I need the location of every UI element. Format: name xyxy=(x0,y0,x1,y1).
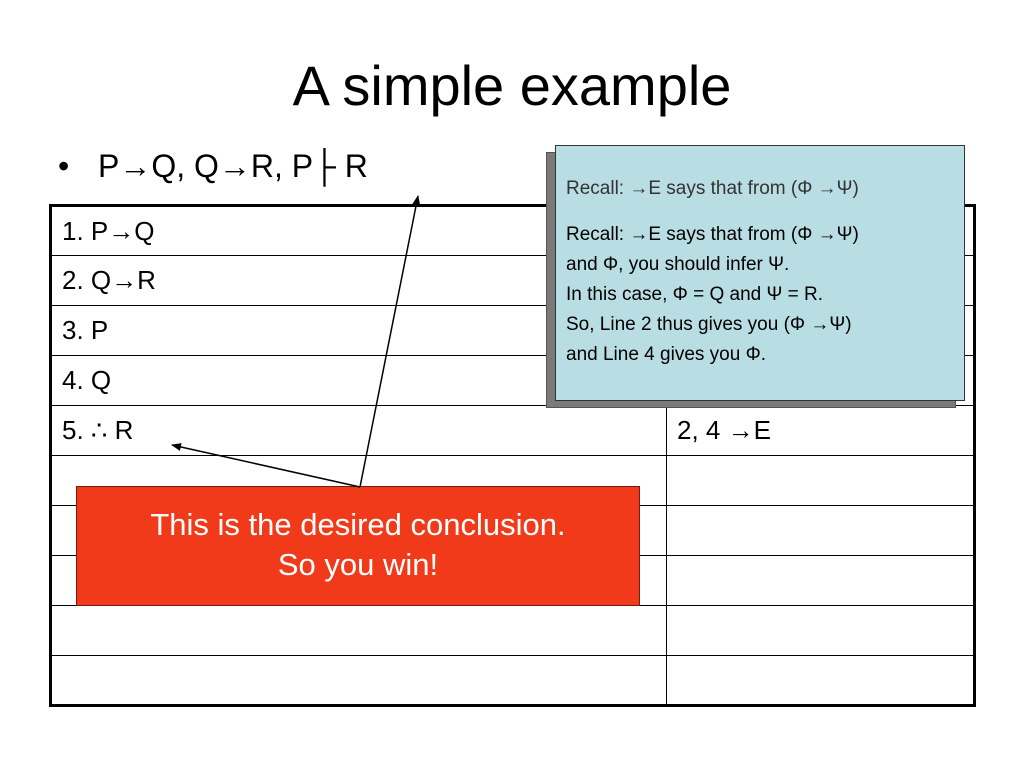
recall-line-3: In this case, Φ = Q and Ψ = R. xyxy=(566,284,824,305)
justification-cell xyxy=(666,505,975,556)
justification-cell xyxy=(666,455,975,506)
conclusion-callout: This is the desired conclusion. So you w… xyxy=(76,486,640,606)
justification-cell: 2, 4 →E xyxy=(666,405,975,456)
proof-line-cell xyxy=(50,655,667,706)
slide-title: A simple example xyxy=(292,54,732,117)
recall-callout-clipped-text: Recall: →E says that from (Φ →Ψ) xyxy=(566,178,859,199)
justification-cell xyxy=(666,555,975,606)
justification-cell xyxy=(666,605,975,656)
proof-line-cell xyxy=(50,605,667,656)
bullet-marker: • xyxy=(58,148,70,184)
recall-callout: Recall: →E says that from (Φ →Ψ) Recall:… xyxy=(555,145,965,401)
recall-callout-body: Recall: →E says that from (Φ →Ψ) and Φ, … xyxy=(556,206,964,400)
premises-bullet: • P→Q, Q→R, P├ R xyxy=(58,146,368,186)
recall-line-2: and Φ, you should infer Ψ. xyxy=(566,254,790,275)
justification-cell xyxy=(666,655,975,706)
recall-line-4: So, Line 2 thus gives you (Φ →Ψ) xyxy=(566,314,852,335)
conclusion-line-2: So you win! xyxy=(277,547,439,582)
table-row xyxy=(50,655,975,706)
recall-line-1: Recall: →E says that from (Φ →Ψ) xyxy=(566,224,859,245)
conclusion-line-1: This is the desired conclusion. xyxy=(150,507,566,542)
table-row xyxy=(50,605,975,656)
proof-line-cell: 5. ∴ R xyxy=(50,405,667,456)
premises-text: P→Q, Q→R, P├ R xyxy=(98,148,368,184)
recall-line-5: and Line 4 gives you Φ. xyxy=(566,344,767,365)
table-row: 5. ∴ R 2, 4 →E xyxy=(50,405,975,456)
